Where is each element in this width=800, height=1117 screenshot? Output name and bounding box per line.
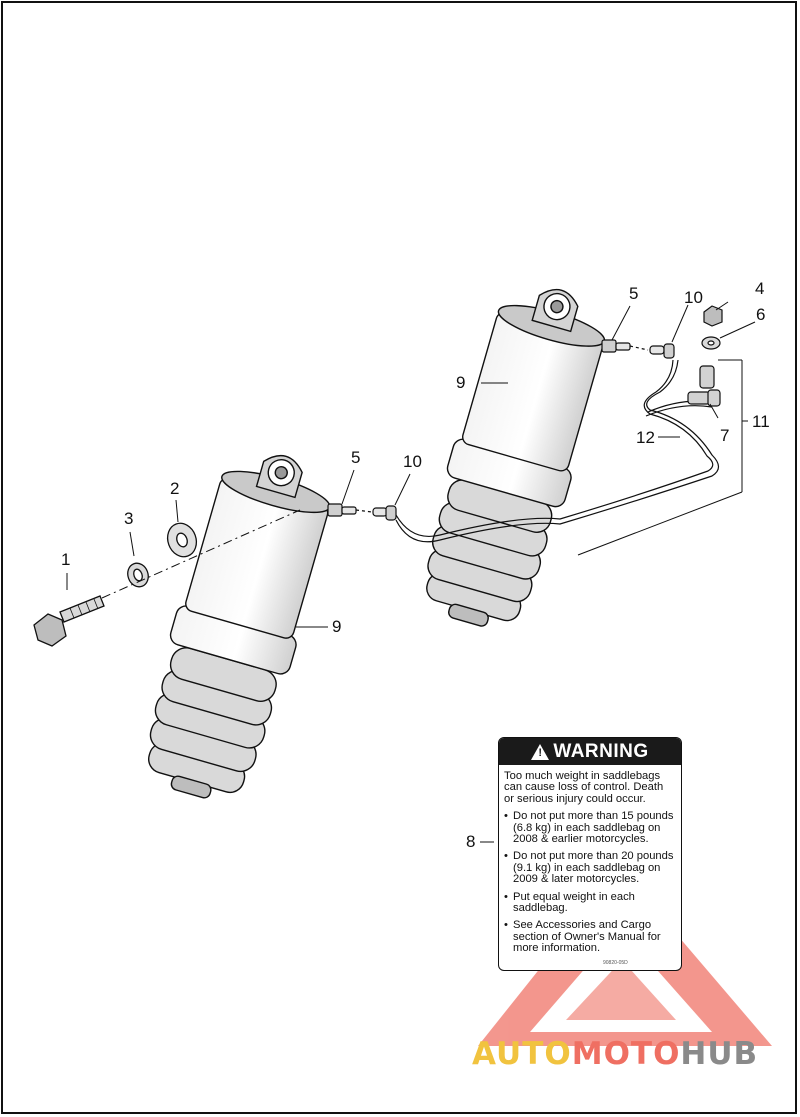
bolt <box>33 595 105 647</box>
callout-right-hose: 10 <box>684 288 703 307</box>
callout-left-shock: 9 <box>332 617 342 636</box>
warning-intro: Too much weight in saddlebags can cause … <box>504 770 664 805</box>
right-air-fitting <box>601 339 675 359</box>
callout-valve-nut: 6 <box>756 305 766 324</box>
callout-air-line: 12 <box>636 428 655 447</box>
lock-washer <box>127 562 149 588</box>
warning-header: ! WARNING <box>499 738 681 765</box>
callout-bolt: 1 <box>61 550 71 569</box>
warning-bullet: See Accessories and Cargo section of Own… <box>504 920 675 954</box>
left-shock-absorber <box>148 454 331 799</box>
valve-cap <box>703 305 723 327</box>
callout-left-hose: 10 <box>403 452 422 471</box>
warning-header-text: WARNING <box>553 740 649 762</box>
warning-bullet: Put equal weight in each saddlebag. <box>504 891 675 915</box>
callout-valve-cap: 4 <box>755 279 765 298</box>
tee-fitting <box>687 365 721 407</box>
callout-right-air-fitting: 5 <box>629 284 639 303</box>
valve-nut <box>701 336 721 350</box>
warning-body: Too much weight in saddlebags can cause … <box>499 765 681 955</box>
warning-bullet: Do not put more than 15 pounds (6.8 kg) … <box>504 810 675 845</box>
callout-lock-washer: 3 <box>124 509 134 528</box>
warning-bullet: Do not put more than 20 pounds (9.1 kg) … <box>504 851 675 885</box>
watermark-moto: MOTO <box>571 1036 681 1072</box>
callout-air-line-kit: 11 <box>752 412 770 431</box>
watermark-hub: HUB <box>680 1036 759 1072</box>
watermark-auto: AUTO <box>472 1036 572 1072</box>
warning-part-code: 90820-05D <box>603 960 628 966</box>
flat-washer <box>166 522 198 558</box>
leader-lines <box>66 301 756 843</box>
warning-bullets: Do not put more than 15 pounds (6.8 kg) … <box>504 810 675 954</box>
bolt-centerline <box>101 509 301 599</box>
callout-right-shock: 9 <box>456 373 466 392</box>
callout-tee-fitting: 7 <box>720 426 730 445</box>
warning-label: ! WARNING Too much weight in saddlebags … <box>498 737 682 971</box>
warning-triangle-icon: ! <box>531 743 550 760</box>
callout-warning-label: 8 <box>466 832 476 851</box>
watermark-brand: AUTOMOTOHUB <box>472 1036 758 1072</box>
callout-flat-washer: 2 <box>170 479 180 498</box>
callout-left-air-fitting: 5 <box>351 448 361 467</box>
left-air-fitting <box>327 503 397 521</box>
right-shock-absorber <box>426 288 606 627</box>
